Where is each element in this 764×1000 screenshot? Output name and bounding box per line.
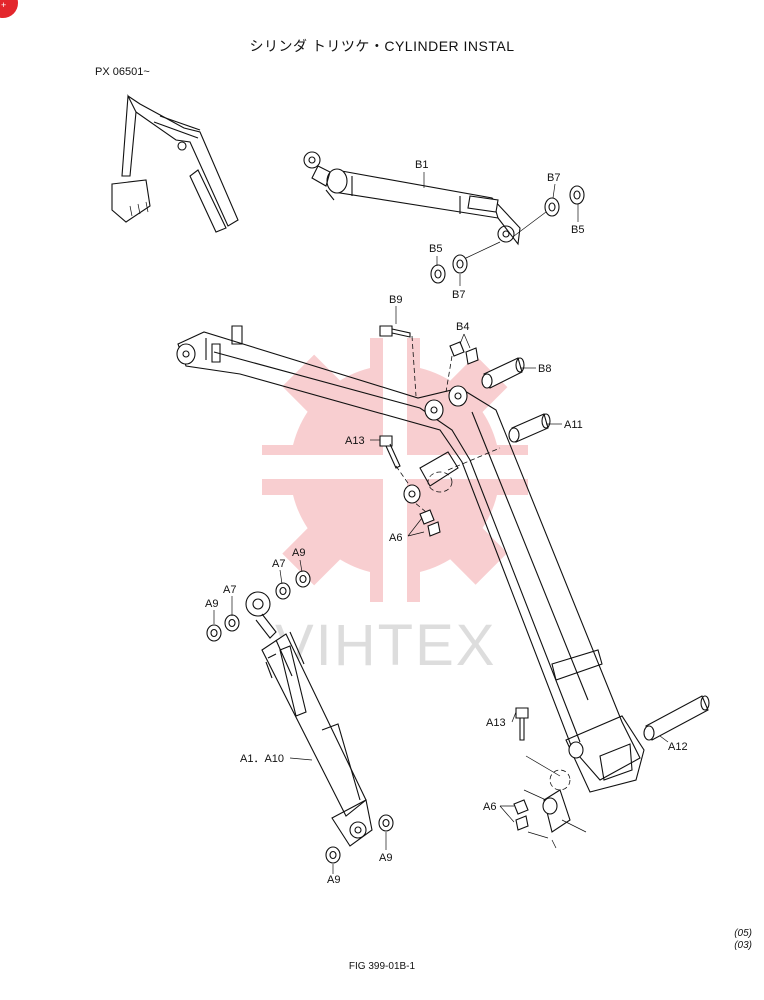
callout-b5-low: B5 xyxy=(429,243,442,255)
figure-number: FIG 399-01B-1 xyxy=(348,961,416,972)
callout-a9-c: A9 xyxy=(327,874,340,886)
callout-a11: A11 xyxy=(564,419,583,431)
callout-a12: A12 xyxy=(668,741,688,753)
leader-lines xyxy=(213,172,669,874)
revision-code-2: (03) xyxy=(734,940,752,951)
nut-b4 xyxy=(449,341,479,365)
washer-a9-a xyxy=(295,570,311,588)
watermark-text: VIHTEX xyxy=(275,613,497,678)
callout-b9: B9 xyxy=(389,294,402,306)
pin-a11 xyxy=(508,413,551,443)
callout-b5-top: B5 xyxy=(571,224,584,236)
callout-a9-b: A9 xyxy=(205,598,218,610)
washer-a9-c xyxy=(325,846,341,864)
pin-b8 xyxy=(481,357,525,389)
bolt-a13-top xyxy=(379,435,401,469)
callout-b7-low: B7 xyxy=(452,289,465,301)
page-title: シリンダ トリツケ・CYLINDER INSTAL xyxy=(249,38,515,54)
callout-a13-top: A13 xyxy=(345,435,365,447)
callout-b4: B4 xyxy=(456,321,469,333)
washer-b7-low xyxy=(452,254,468,274)
bolt-a13-low xyxy=(515,707,529,741)
callout-a9-a: A9 xyxy=(292,547,305,559)
excavator-reference-icon xyxy=(111,93,239,233)
washer-a9-d xyxy=(378,814,394,832)
bolt-b9 xyxy=(379,325,411,338)
washer-a9-b xyxy=(206,624,222,642)
washer-a7-a xyxy=(275,582,291,600)
arm-cylinder-b1 xyxy=(303,151,521,246)
callout-a13-low: A13 xyxy=(486,717,506,729)
callout-a7-b: A7 xyxy=(223,584,236,596)
washer-b5-low xyxy=(430,264,446,284)
callout-a1-a10: A1．A10 xyxy=(240,753,284,765)
washer-b7-top xyxy=(544,197,560,217)
nut-a6-low xyxy=(513,799,529,831)
callout-b7-top: B7 xyxy=(547,172,560,184)
callout-a6-top: A6 xyxy=(389,532,402,544)
callout-b1: B1 xyxy=(415,159,428,171)
callout-a9-d: A9 xyxy=(379,852,392,864)
corner-badge: + xyxy=(0,0,18,18)
boom-assembly xyxy=(176,325,645,849)
boom-cylinder-a1-a10 xyxy=(245,591,373,847)
revision-codes: (05) (03) xyxy=(734,928,752,952)
pin-a12 xyxy=(643,695,710,741)
nut-a6-top xyxy=(419,509,441,537)
serial-range: PX 06501~ xyxy=(95,66,150,78)
washer-b5-top xyxy=(569,185,585,205)
callout-b8: B8 xyxy=(538,363,551,375)
revision-code-1: (05) xyxy=(734,928,752,939)
callout-a6-low: A6 xyxy=(483,801,496,813)
washer-a7-b xyxy=(224,614,240,632)
corner-badge-glyph: + xyxy=(1,0,7,10)
callout-a7-a: A7 xyxy=(272,558,285,570)
